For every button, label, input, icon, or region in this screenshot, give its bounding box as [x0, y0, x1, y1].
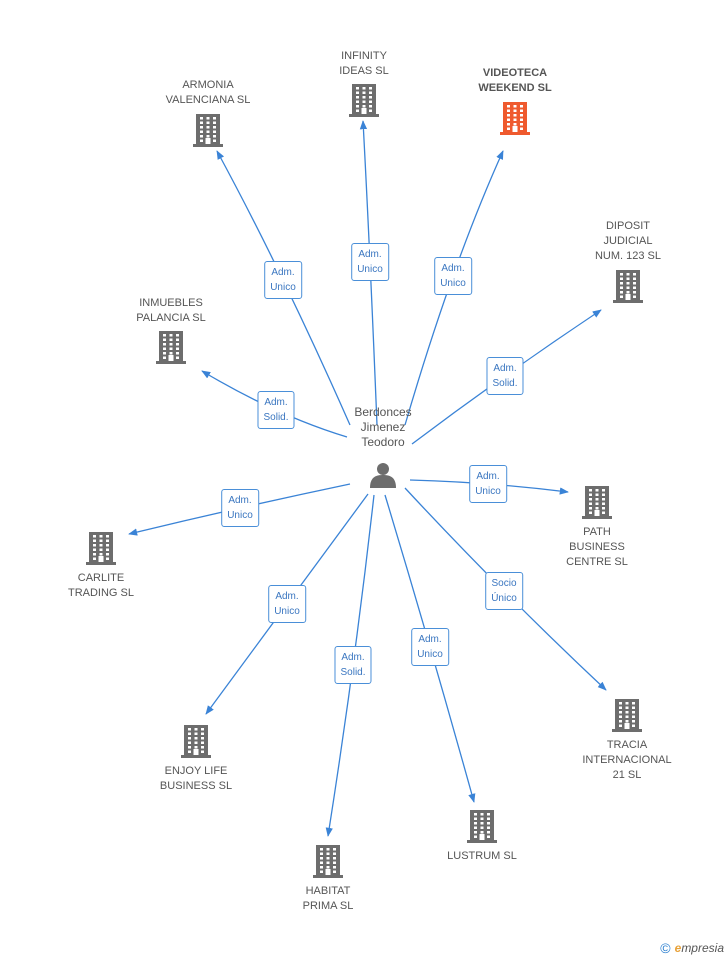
building-icon-enjoy[interactable] — [181, 725, 211, 758]
building-icon-tracia[interactable] — [612, 699, 642, 732]
role-badge-carlite[interactable]: Adm.Unico — [221, 489, 259, 527]
person-icon[interactable] — [370, 463, 396, 488]
building-icon-infinity[interactable] — [349, 84, 379, 117]
brand-logo[interactable]: empresia — [674, 941, 724, 955]
building-icon-videoteca[interactable] — [500, 102, 530, 135]
role-badge-enjoy[interactable]: Adm.Unico — [268, 585, 306, 623]
building-icon-lustrum[interactable] — [467, 810, 497, 843]
role-badge-habitat[interactable]: Adm.Solid. — [334, 646, 372, 684]
role-badge-diposit[interactable]: Adm.Solid. — [486, 357, 524, 395]
copyright-icon: © — [660, 940, 671, 956]
role-badge-inmuebles[interactable]: Adm.Solid. — [257, 391, 295, 429]
footer-brand[interactable]: © empresia — [660, 940, 724, 956]
building-icon-diposit[interactable] — [613, 270, 643, 303]
building-icon-armonia[interactable] — [193, 114, 223, 147]
role-badge-infinity[interactable]: Adm.Unico — [351, 243, 389, 281]
building-icon-carlite[interactable] — [86, 532, 116, 565]
company-label-lustrum: LUSTRUM SL — [447, 850, 517, 862]
role-badge-armonia[interactable]: Adm.Unico — [264, 261, 302, 299]
building-icon-habitat[interactable] — [313, 845, 343, 878]
icons-layer — [86, 84, 643, 878]
role-badge-path[interactable]: Adm.Unico — [469, 465, 507, 503]
role-badge-lustrum[interactable]: Adm.Unico — [411, 628, 449, 666]
role-badge-videoteca[interactable]: Adm.Unico — [434, 257, 472, 295]
building-icon-inmuebles[interactable] — [156, 331, 186, 364]
building-icon-path[interactable] — [582, 486, 612, 519]
